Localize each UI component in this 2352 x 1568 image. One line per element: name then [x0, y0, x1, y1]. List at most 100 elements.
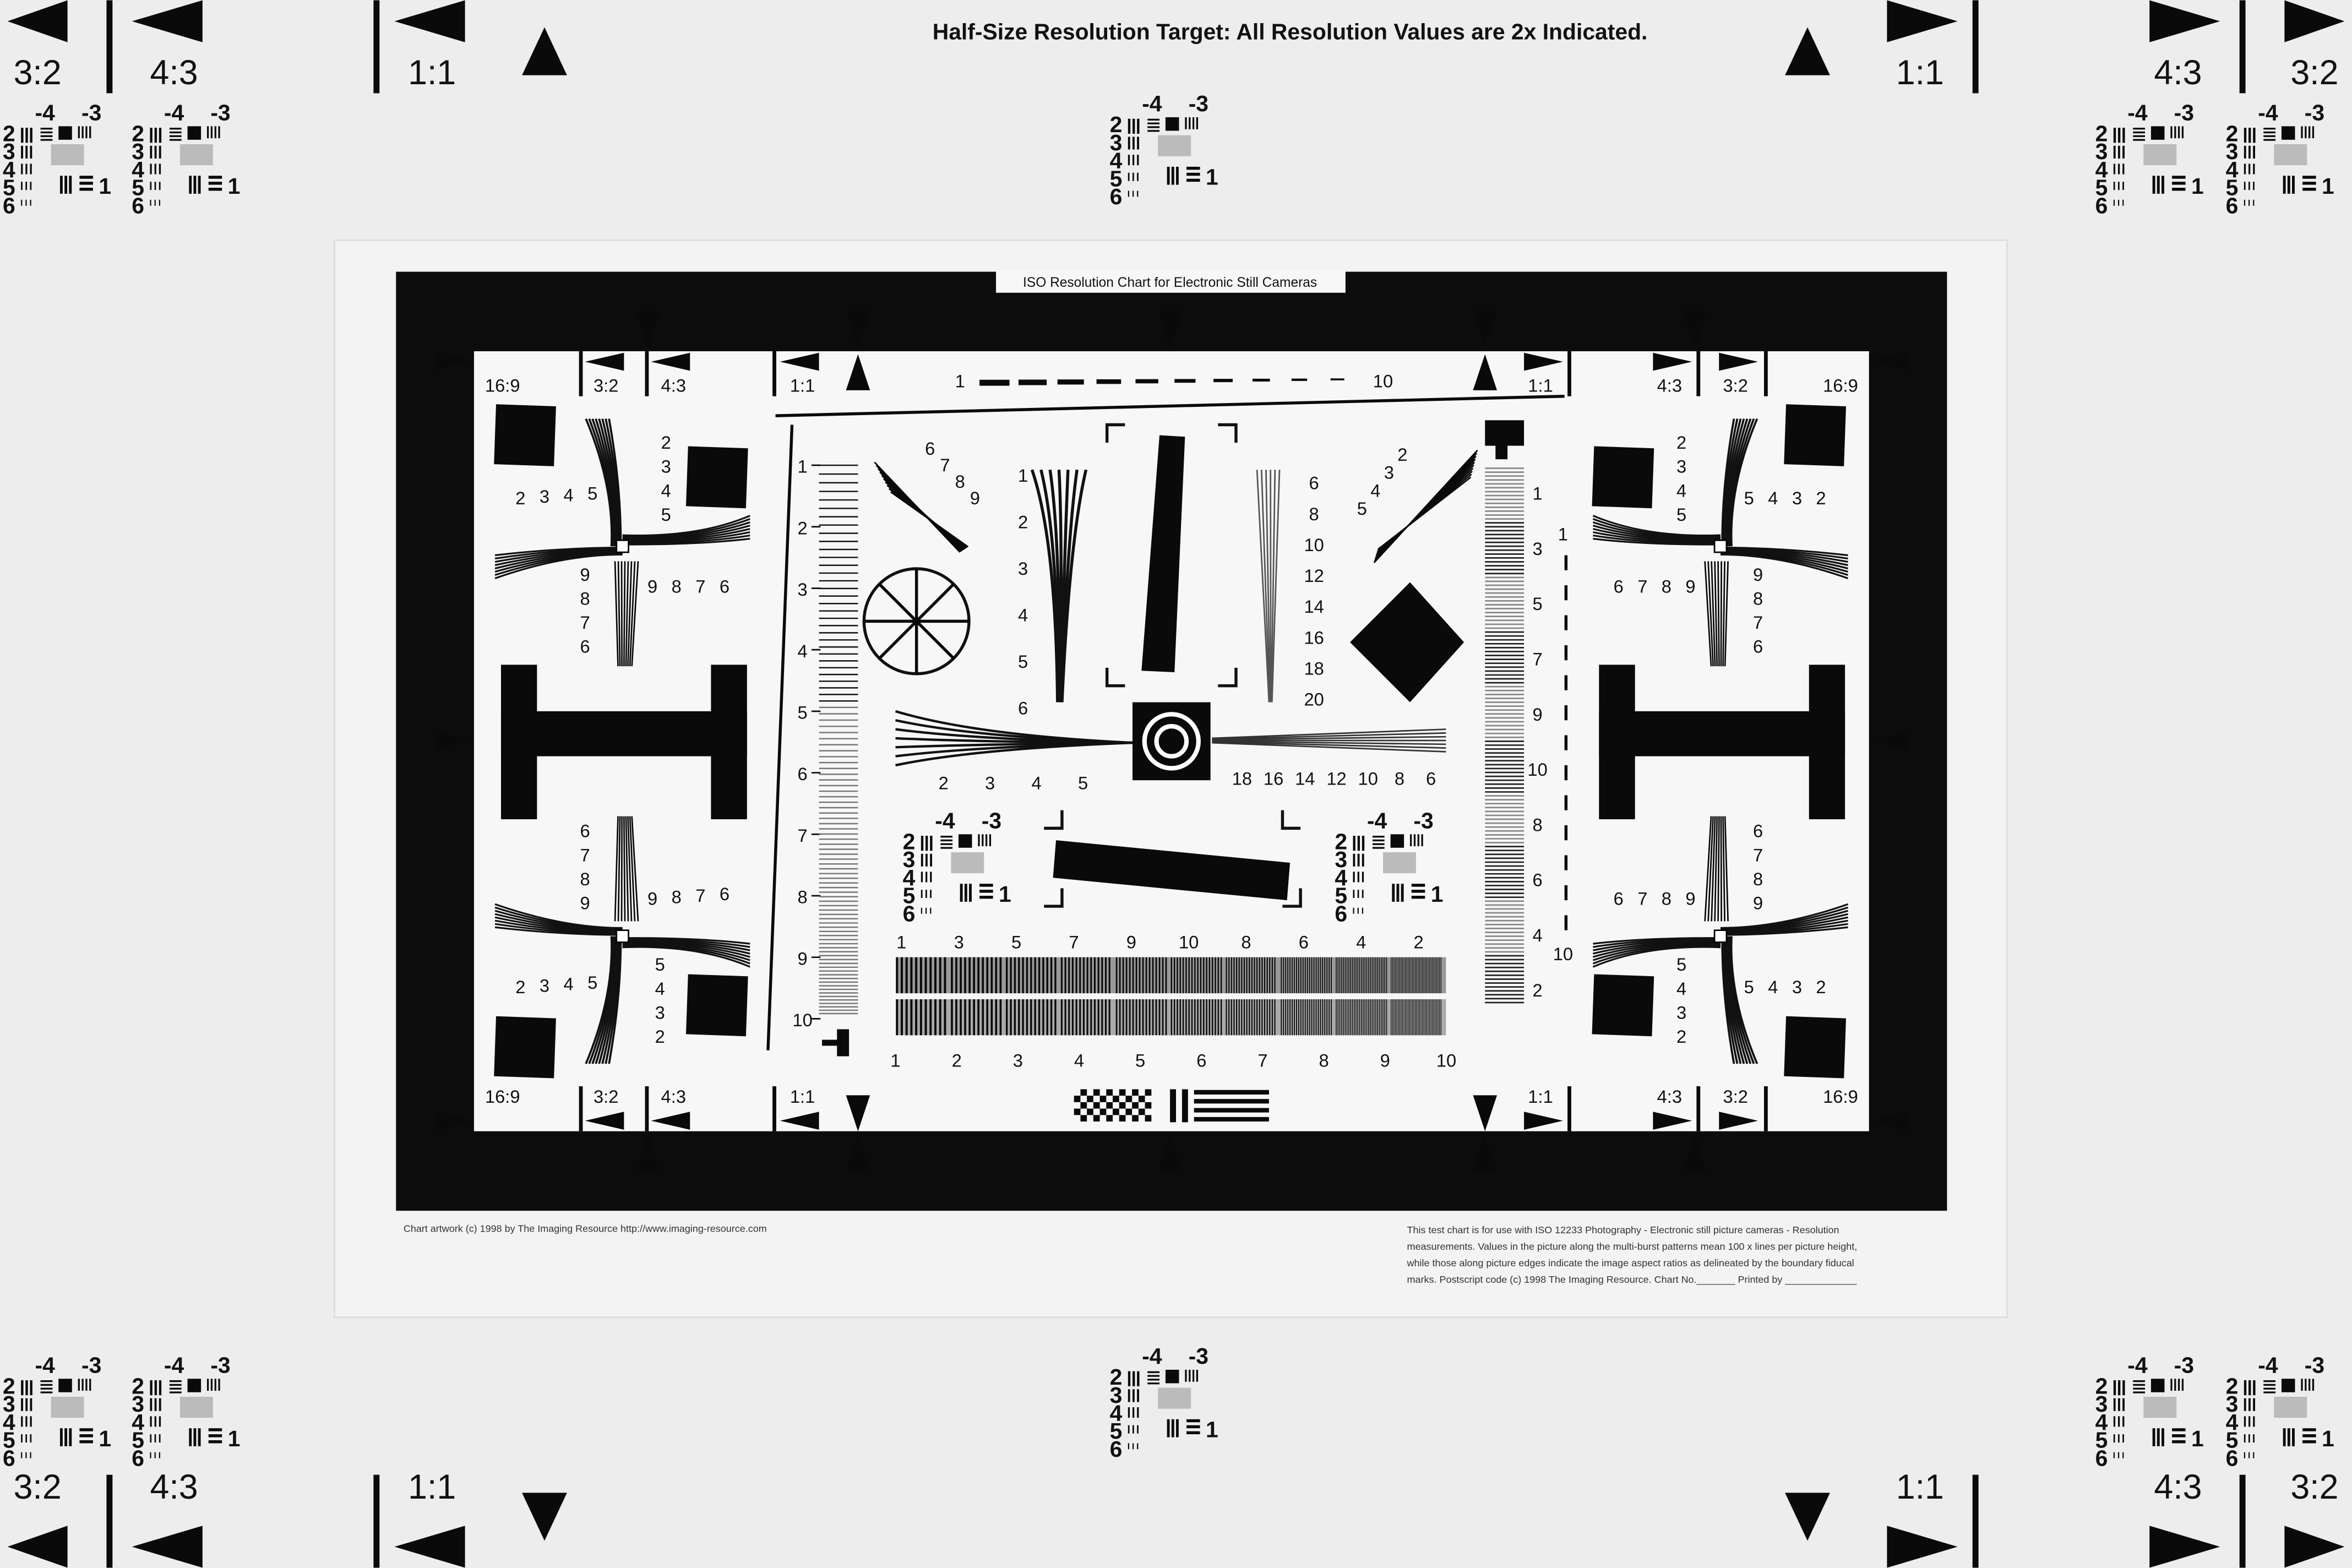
- mini-bars: [2157, 1428, 2160, 1446]
- mini-bars: [64, 1428, 68, 1446]
- quadrant-label: 7: [580, 845, 590, 865]
- mini-bars: [159, 164, 161, 175]
- mini-bars: [1353, 890, 1355, 899]
- mini-bars: [2117, 145, 2120, 159]
- mini-bars: [159, 128, 162, 143]
- aspect-label: 4:3: [150, 53, 198, 92]
- mini-bars: [2133, 135, 2146, 137]
- h-bar: [500, 711, 747, 756]
- mini-bars: [2161, 176, 2164, 194]
- mini-bars: [1137, 155, 1139, 166]
- fan-line: [595, 418, 617, 547]
- checker-cell: [1080, 1102, 1087, 1109]
- fan-line: [622, 937, 750, 945]
- mini-bars: [2113, 145, 2116, 159]
- mini-bars: [2253, 1380, 2256, 1396]
- mini-bars: [1392, 884, 1395, 902]
- mini-row-label: 4: [903, 865, 916, 890]
- mini-bars: [979, 890, 993, 893]
- header-title: Half-Size Resolution Target: All Resolut…: [933, 19, 1648, 44]
- fiducial-bar: [1764, 1086, 1768, 1131]
- mini-bars: [1185, 1369, 1187, 1382]
- wedge-line: [1270, 470, 1276, 703]
- mini-bars: [169, 131, 182, 134]
- wedge-line: [1271, 470, 1281, 703]
- mini-row-label: 5: [2226, 1428, 2239, 1453]
- mini-bars: [1357, 890, 1359, 899]
- mini-bars: [2244, 145, 2246, 159]
- mini-bars: [1147, 118, 1160, 121]
- fan-line: [601, 936, 619, 1064]
- fiducial-triangle: [1872, 731, 1908, 750]
- mini-bars: [1147, 122, 1160, 124]
- mini-bars: [150, 1452, 151, 1458]
- mini-bars: [925, 853, 928, 867]
- mini-bars: [2133, 131, 2146, 134]
- mini-bars: [2113, 199, 2115, 206]
- burst-label: 1: [896, 932, 906, 952]
- fan-line: [494, 552, 623, 576]
- diag-label: 9: [970, 488, 980, 508]
- mini-bars: [189, 176, 192, 194]
- mini-bars: [2263, 135, 2276, 137]
- fan-line: [591, 936, 616, 1064]
- fan-line: [1592, 942, 1721, 958]
- aspect-ratio-label: 16:9: [1823, 375, 1858, 396]
- mini-bars: [1357, 835, 1360, 851]
- mini-bars: [2117, 1416, 2120, 1427]
- mini-bars: [81, 1379, 84, 1391]
- burst-dash: [1096, 379, 1121, 384]
- concentric-circle: [1154, 724, 1189, 759]
- mini-label: -4: [35, 1352, 56, 1378]
- mini-row-label: 3: [1110, 1382, 1123, 1408]
- ladder-label: 2: [798, 518, 808, 538]
- mini-bars: [940, 835, 953, 838]
- fan-line: [627, 816, 633, 922]
- mini-bars: [2244, 1416, 2246, 1427]
- ladder-label: 4: [1533, 925, 1543, 945]
- note-line-1: This test chart is for use with ISO 1223…: [1407, 1224, 1839, 1235]
- mini-row-label: 2: [3, 1374, 15, 1399]
- mini-bars: [1176, 166, 1179, 185]
- mini-bars: [150, 1434, 152, 1443]
- mini-row-label: 6: [2095, 193, 2108, 218]
- black-square: [1592, 446, 1654, 509]
- mini-bars: [21, 1380, 24, 1396]
- checker-cell: [1132, 1115, 1139, 1122]
- ladder-label: 9: [1533, 704, 1543, 725]
- mini-bars: [2263, 1380, 2276, 1382]
- mini-label: 1: [1431, 881, 1444, 907]
- mini-bars: [193, 176, 197, 194]
- mini-bars: [40, 135, 53, 137]
- wedge-line: [1212, 736, 1446, 741]
- mini-bars: [79, 1440, 93, 1444]
- burst-label: 5: [1135, 1050, 1145, 1071]
- mini-bars: [2133, 1380, 2146, 1382]
- mini-bars: [78, 126, 80, 139]
- mini-bars: [159, 1434, 161, 1443]
- mini-bars: [930, 872, 932, 883]
- mini-bars: [208, 1428, 222, 1431]
- mini-bars: [1132, 1425, 1134, 1434]
- wedge-line: [1212, 740, 1446, 745]
- scale-label: 6: [1018, 698, 1028, 718]
- quadrant-label: 7: [1637, 888, 1647, 908]
- mini-bars: [2170, 1379, 2173, 1391]
- fan-line: [1593, 534, 1721, 545]
- quadrant-label: 4: [661, 480, 671, 500]
- burst-label: 10: [1179, 932, 1199, 952]
- mini-row-label: 2: [903, 829, 916, 854]
- mini-bars: [2113, 128, 2116, 143]
- mini-bars: [150, 182, 152, 190]
- mini-label: -3: [81, 100, 101, 125]
- scale-label: 5: [1018, 651, 1028, 672]
- checker-cell: [1138, 1096, 1145, 1102]
- fiducial-triangle: [522, 27, 567, 75]
- burst-label: 4: [1074, 1050, 1084, 1071]
- mini-label: -4: [2127, 1352, 2148, 1378]
- fan-line: [1593, 527, 1721, 542]
- mini-center: [1382, 852, 1416, 874]
